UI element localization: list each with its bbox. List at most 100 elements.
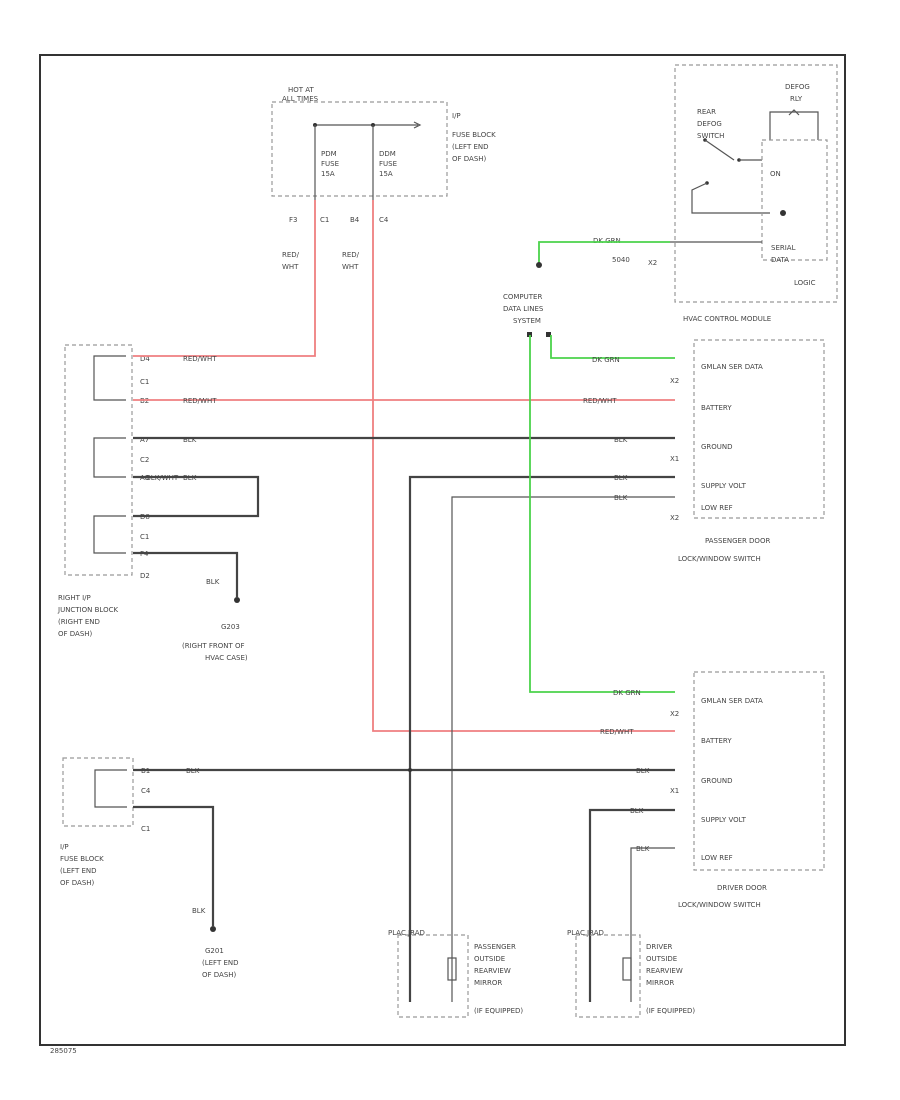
pass-mirror-heater xyxy=(447,957,457,981)
driver-mirror-desc-1: DRIVER xyxy=(646,943,673,951)
pass-supply-color: BLK xyxy=(614,474,628,482)
fuse-1-pin-a: F3 xyxy=(289,216,297,224)
g201-ground-wire xyxy=(133,805,215,926)
driver-term-4: SUPPLY VOLT xyxy=(701,816,747,824)
driver-desc-2: LOCK/WINDOW SWITCH xyxy=(678,901,761,909)
hvac-ground-dot xyxy=(780,210,786,216)
driver-ground-node xyxy=(408,768,412,772)
driver-term-3: GROUND xyxy=(701,777,733,785)
splice-pin-right xyxy=(546,332,551,337)
jb-loop-label-1: BLK/WHT xyxy=(146,474,179,482)
hvac-conn: X2 xyxy=(648,259,657,267)
pass-term-3: GROUND xyxy=(701,443,733,451)
hvac-on-label: ON xyxy=(770,170,781,178)
driver-mirror-box xyxy=(575,934,641,1018)
wire-2-color-1: RED/ xyxy=(342,251,360,259)
driver-data-wire xyxy=(529,335,675,693)
pass-lowref-wire xyxy=(451,496,675,1002)
pass-mirror-conn: PLAC JRAD xyxy=(388,929,425,937)
hvac-splice-dot xyxy=(536,262,542,268)
driver-mirror-desc-2: OUTSIDE xyxy=(646,955,677,963)
pass-desc-2: LOCK/WINDOW SWITCH xyxy=(678,555,761,563)
defog-relay-label-1: DEFOG xyxy=(785,83,810,91)
bottom-ip-fuse-block: B1 C4 C1 I/P FUSE BLOCK (LEFT END OF DAS… xyxy=(60,757,239,979)
pass-lowref-color: BLK xyxy=(614,494,628,502)
defog-relay-label-2: RLY xyxy=(790,95,803,103)
pass-term-4: SUPPLY VOLT xyxy=(701,482,747,490)
splice-label-3: SYSTEM xyxy=(513,317,541,325)
serial-data-label-1: SERIAL xyxy=(771,244,796,252)
fuse-2-pin-b: C4 xyxy=(379,216,389,224)
jb-conn-1: C1 xyxy=(140,378,149,386)
hvac-pin: 5040 xyxy=(612,256,630,264)
switch-feedback xyxy=(691,182,770,214)
splice-pin-left xyxy=(527,332,532,337)
driver-term-1: GMLAN SER DATA xyxy=(701,697,763,705)
top-fuse-block: HOT AT ALL TIMES PDM FUSE 15A DDM FUSE 1… xyxy=(271,86,496,271)
pass-mirror-desc-1: PASSENGER xyxy=(474,943,516,951)
g201-wire-color: BLK xyxy=(192,907,206,915)
fuse-1-label-2: FUSE xyxy=(321,160,339,168)
pass-mirror-desc-5: (IF EQUIPPED) xyxy=(474,1007,523,1015)
pass-mirror-desc-4: MIRROR xyxy=(474,979,502,987)
g203-label: G203 xyxy=(221,623,240,631)
fuse-1-pin-b: C1 xyxy=(320,216,329,224)
pass-mirror-desc-2: OUTSIDE xyxy=(474,955,505,963)
splice-label-1: COMPUTER xyxy=(503,293,542,301)
jb-loop-label-2: BLK xyxy=(183,474,197,482)
driver-supply-wire xyxy=(588,808,675,1002)
g201-label: G201 xyxy=(205,947,224,955)
pdm-fuse-wire xyxy=(133,200,316,357)
jumper-3 xyxy=(93,515,126,554)
hvac-control-module: DEFOG RLY REAR DEFOG SWITCH ON SERIAL DA… xyxy=(593,64,838,323)
driver-mirror-desc-5: (IF EQUIPPED) xyxy=(646,1007,695,1015)
fuse-1-label-1: PDM xyxy=(321,150,337,158)
fuse-2-pin-a: B4 xyxy=(350,216,360,224)
wire-1-color-1: RED/ xyxy=(282,251,300,259)
pass-conn-2: X1 xyxy=(670,455,679,463)
g203-ground-wire xyxy=(133,551,239,598)
pass-conn-3: X2 xyxy=(670,514,679,522)
driver-term-5: LOW REF xyxy=(701,854,733,862)
hvac-logic-label: LOGIC xyxy=(794,279,816,287)
g201-ground xyxy=(210,926,216,932)
driver-mirror-desc-4: MIRROR xyxy=(646,979,674,987)
jb-conn-3: C1 xyxy=(140,533,149,541)
fuse-block-desc-1: I/P xyxy=(452,112,461,120)
jb-desc-3: (RIGHT END xyxy=(58,618,100,626)
pass-term-1: GMLAN SER DATA xyxy=(701,363,763,371)
driver-mirror-conn: PLAC JRAD xyxy=(567,929,604,937)
driver-mirror-desc-3: REARVIEW xyxy=(646,967,683,975)
ip-pin-1: B1 xyxy=(141,767,150,775)
jumper-1 xyxy=(93,355,126,401)
driver-term-2: BATTERY xyxy=(701,737,732,745)
driver-lowref-wire xyxy=(630,847,675,1002)
pass-desc-1: PASSENGER DOOR xyxy=(705,537,770,545)
driver-supply-color: BLK xyxy=(630,807,644,815)
pass-supply-wire xyxy=(408,475,675,1002)
pass-ground-color: BLK xyxy=(614,436,628,444)
fuse-2-label-3: 15A xyxy=(379,170,393,178)
ip-desc-3: (LEFT END xyxy=(60,867,97,875)
hvac-box xyxy=(674,64,838,303)
pass-wire-left-2: RED/WHT xyxy=(183,397,217,405)
ip-desc-4: OF DASH) xyxy=(60,879,95,887)
pass-switch-box xyxy=(693,339,825,519)
pass-data-color: DK GRN xyxy=(592,356,620,364)
rear-defog-label-1: REAR xyxy=(697,108,716,116)
ip-conn-1: C4 xyxy=(141,787,151,795)
fuse-block-desc-2: FUSE BLOCK xyxy=(452,131,496,139)
jb-ground-wire: BLK xyxy=(206,578,220,586)
ip-desc-1: I/P xyxy=(60,843,69,851)
serial-data-label-2: DATA xyxy=(771,256,789,264)
hvac-serial-wire xyxy=(538,241,670,263)
g201-desc-2: OF DASH) xyxy=(202,971,237,979)
diagram-frame xyxy=(39,54,846,1046)
driver-outside-mirror: PLAC JRAD DRIVER OUTSIDE REARVIEW MIRROR… xyxy=(567,929,695,1018)
ip-jumper xyxy=(94,769,127,808)
jb-desc-4: OF DASH) xyxy=(58,630,93,638)
jb-desc-2: JUNCTION BLOCK xyxy=(57,606,118,614)
data-lines-splice: COMPUTER DATA LINES SYSTEM xyxy=(503,293,551,337)
fuse-2-label-1: DDM xyxy=(379,150,396,158)
